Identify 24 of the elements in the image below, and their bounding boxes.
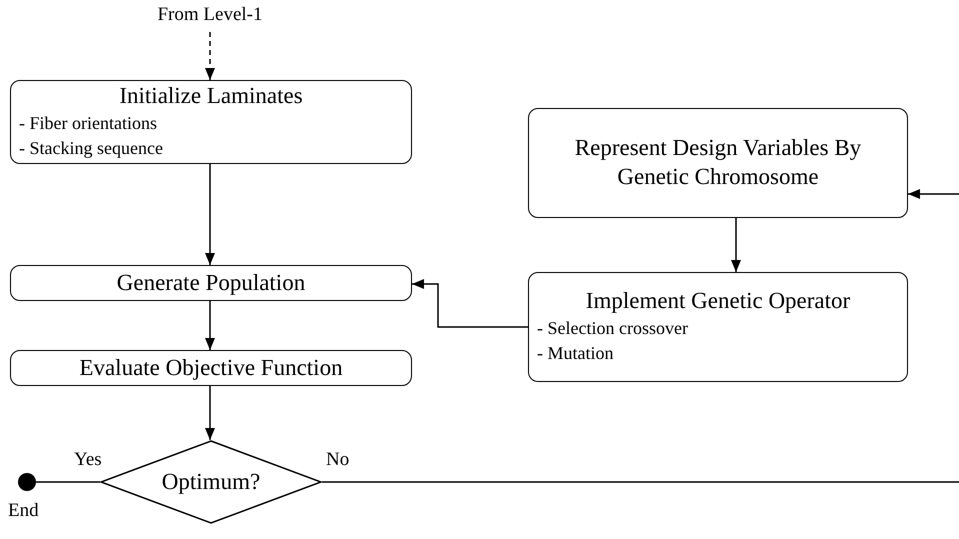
decision-text: Optimum? bbox=[162, 468, 260, 496]
box-title: Implement Genetic Operator bbox=[584, 287, 852, 316]
process-box bbox=[10, 265, 412, 301]
arrow bbox=[412, 279, 528, 328]
bullet-text: - Fiber orientations bbox=[19, 112, 158, 136]
arrow bbox=[205, 32, 215, 80]
arrow bbox=[205, 164, 215, 265]
arrow bbox=[908, 189, 959, 199]
box-title: Evaluate Objective Function bbox=[79, 354, 343, 382]
bullet-text: - Mutation bbox=[537, 342, 614, 366]
process-box bbox=[10, 80, 412, 164]
box-title: Initialize Laminates bbox=[118, 82, 304, 110]
process-box bbox=[10, 350, 412, 386]
box-title: Generate Population bbox=[116, 268, 306, 297]
process-box bbox=[528, 272, 908, 382]
arrow bbox=[205, 301, 215, 350]
bullet-text: - Selection crossover bbox=[537, 317, 689, 340]
arrow bbox=[731, 218, 741, 272]
box-title: Represent Design Variables By Genetic Chromosome bbox=[574, 134, 862, 191]
process-box bbox=[528, 108, 908, 218]
node-caption: End bbox=[8, 501, 39, 520]
bullet-text: - Stacking sequence bbox=[19, 137, 164, 160]
arrow bbox=[205, 386, 215, 440]
start-text: From Level-1 bbox=[157, 2, 262, 27]
